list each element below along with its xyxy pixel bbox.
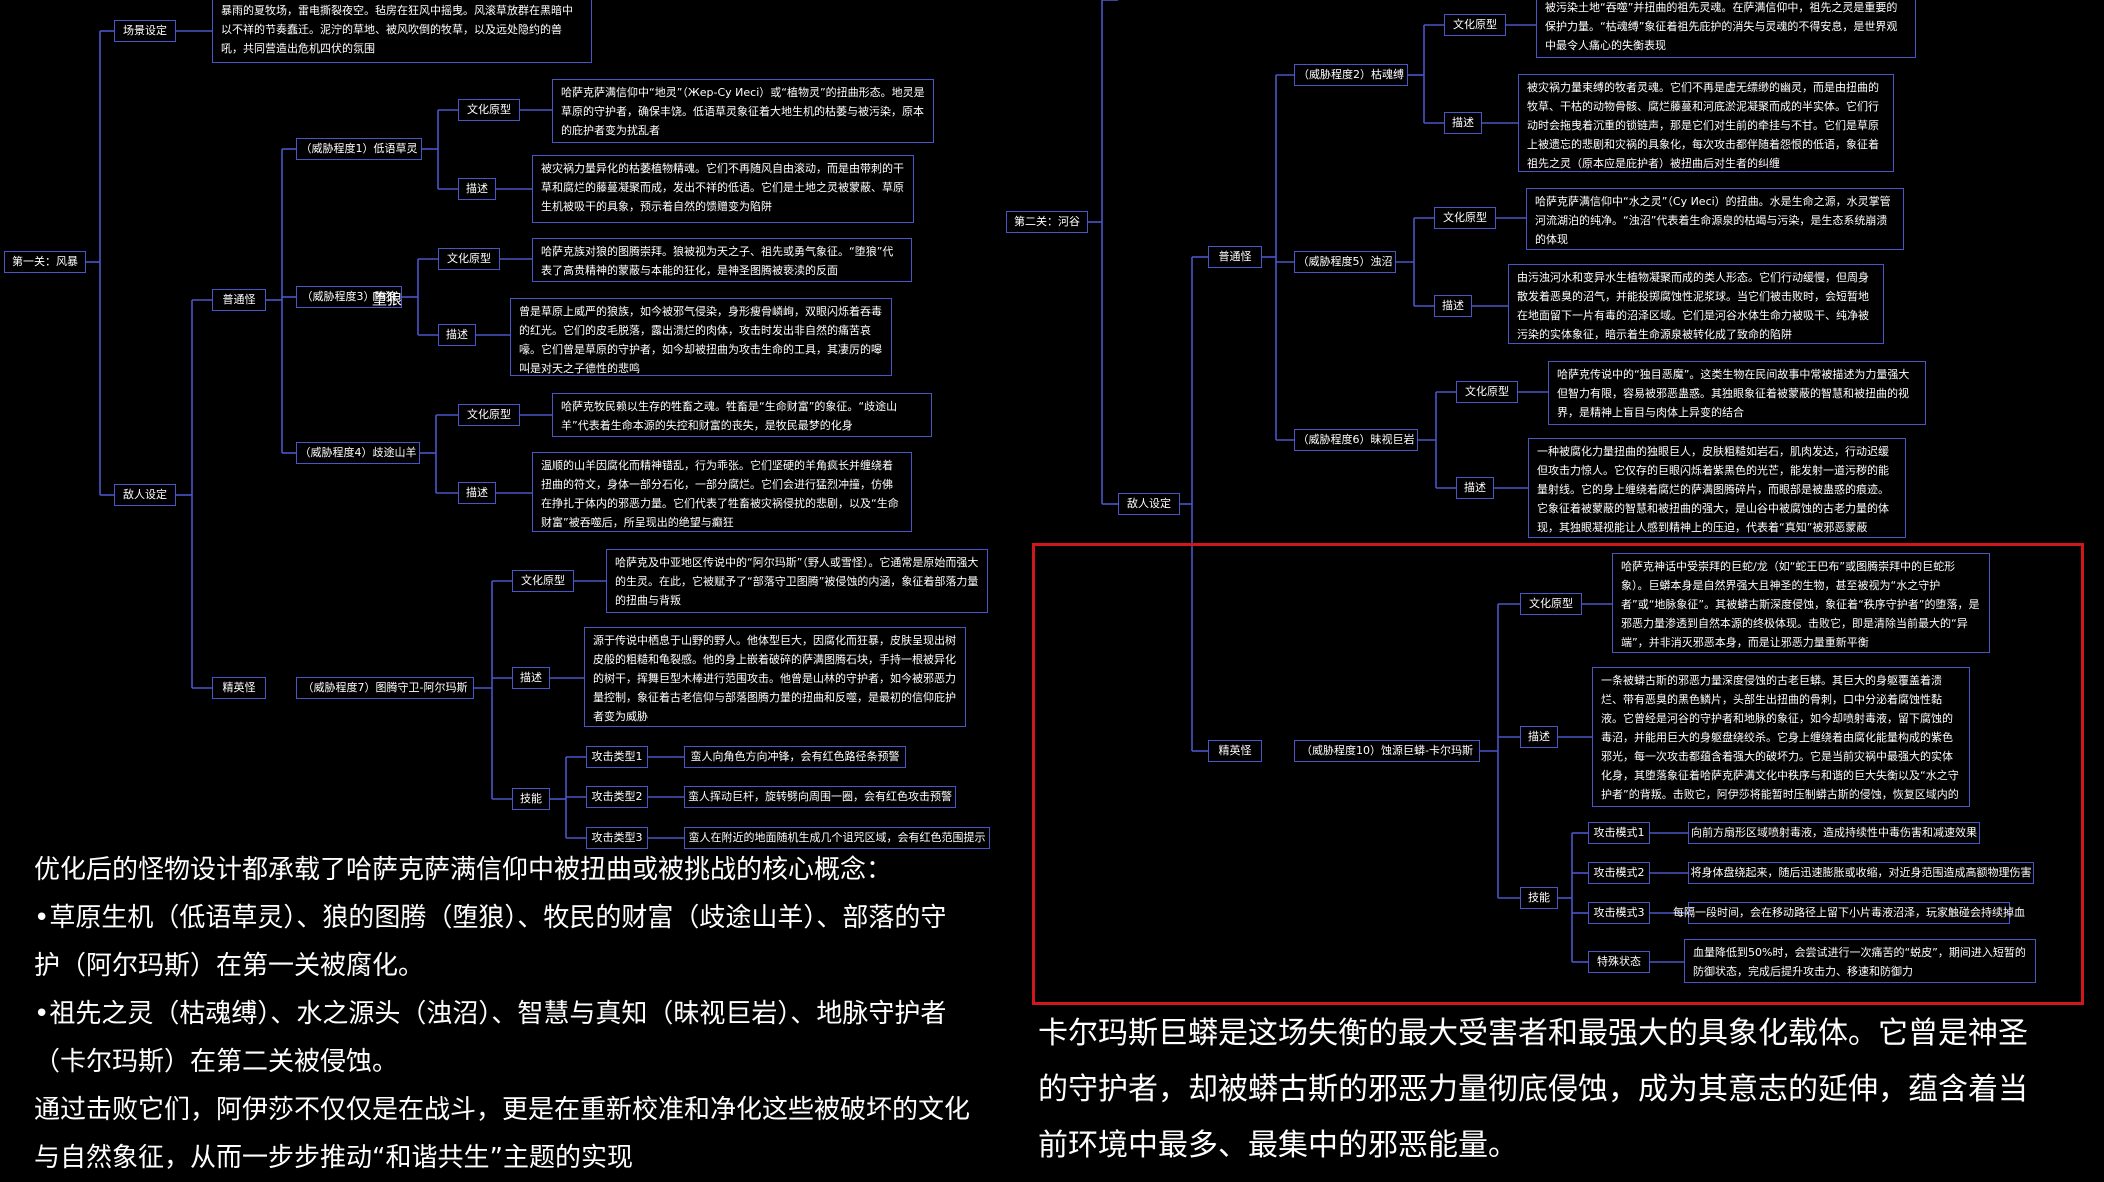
label-description[interactable]: 描述 [458, 482, 496, 504]
monster-karmas[interactable]: （威胁程度10）蚀源巨蟒-卡尔玛斯 [1294, 740, 1480, 762]
monster-withered-soul[interactable]: （威胁程度2）枯魂缚 [1294, 64, 1408, 86]
monster-murky-swamp[interactable]: （威胁程度5）浊沼 [1294, 251, 1396, 273]
astray-goat-description: 温顺的山羊因腐化而精神错乱，行为乖张。它们坚硬的羊角疯长并缠绕着扭曲的符文，身体… [532, 452, 912, 532]
monster-fallen-wolf[interactable]: （威胁程度3）堕狼 [296, 286, 402, 308]
node-scene[interactable]: 场景设定 [114, 20, 176, 42]
murky-swamp-culture: 哈萨克萨满信仰中“水之灵”（Су Иесі）的扭曲。水是生命之源，水灵掌管河流湖… [1526, 188, 1904, 250]
caption-left-line: 优化后的怪物设计都承载了哈萨克萨满信仰中被扭曲或被挑战的核心概念： [34, 855, 893, 885]
attack-mode-3[interactable]: 攻击模式3 [1588, 902, 1650, 924]
blind-rock-description: 一种被腐化力量扭曲的独眼巨人，皮肤粗糙如岩石，肌肉发达，行动迟缓但攻击力惊人。它… [1528, 438, 1906, 538]
attack-type-2[interactable]: 攻击类型2 [586, 786, 648, 808]
label-culture[interactable]: 文化原型 [512, 570, 574, 592]
attack-mode-2-text: 将身体盘绕起来，随后迅速膨胀或收缩，对近身范围造成高额物理伤害 [1688, 862, 2034, 884]
root-level-2[interactable]: 第二关：河谷 [1006, 211, 1088, 233]
caption-left-line: 通过击败它们，阿伊莎不仅仅是在战斗，更是在重新校准和净化这些被破坏的文化 [34, 1095, 971, 1125]
fallen-wolf-overlay-label: 堕狼 [372, 290, 403, 308]
label-culture[interactable]: 文化原型 [1444, 14, 1506, 36]
caption-right: 卡尔玛斯巨蟒是这场失衡的最大受害者和最强大的具象化载体。它曾是神圣 的守护者，却… [1038, 1006, 2098, 1174]
caption-left-line: •祖先之灵（枯魂缚）、水之源头（浊沼）、智慧与真知（昧视巨岩）、地脉守护者 [34, 999, 947, 1029]
label-description[interactable]: 描述 [1520, 726, 1558, 748]
label-description[interactable]: 描述 [512, 667, 550, 689]
special-state-text: 血量降低到50%时，会尝试进行一次痛苦的“蜕皮”，期间进入短暂的防御状态，完成后… [1684, 939, 2036, 983]
attack-mode-3-text: 每隔一段时间，会在移动路径上留下小片毒液沼泽，玩家触碰会持续掉血 [1673, 902, 2025, 924]
almas-culture: 哈萨克及中亚地区传说中的“阿尔玛斯”（野人或雪怪）。它通常是原始而强大的生灵。在… [606, 549, 988, 613]
label-culture[interactable]: 文化原型 [1434, 207, 1496, 229]
label-description[interactable]: 描述 [438, 324, 476, 346]
attack-type-2-text: 蛮人挥动巨杆，旋转劈向周围一圈，会有红色攻击预警 [684, 786, 956, 808]
monster-whisper-grass[interactable]: （威胁程度1）低语草灵 [296, 138, 422, 160]
caption-left-line: （卡尔玛斯）在第二关被侵蚀。 [34, 1047, 399, 1077]
attack-mode-2[interactable]: 攻击模式2 [1588, 862, 1650, 884]
caption-left-line: 护（阿尔玛斯）在第一关被腐化。 [34, 951, 425, 981]
monster-astray-goat[interactable]: （威胁程度4）歧途山羊 [296, 442, 420, 464]
attack-type-1[interactable]: 攻击类型1 [586, 746, 648, 768]
astray-goat-culture: 哈萨克牧民赖以生存的牲畜之魂。牲畜是“生命财富”的象征。“歧途山羊”代表着生命本… [552, 393, 932, 437]
label-culture[interactable]: 文化原型 [1456, 381, 1518, 403]
fallen-wolf-description: 曾是草原上威严的狼族，如今被邪气侵染，身形瘦骨嶙峋，双眼闪烁着吞毒的红光。它们的… [510, 298, 892, 376]
label-description[interactable]: 描述 [1456, 477, 1494, 499]
attack-mode-1[interactable]: 攻击模式1 [1588, 822, 1650, 844]
attack-type-3-text: 蛮人在附近的地面随机生成几个诅咒区域，会有红色范围提示 [684, 827, 990, 849]
fallen-wolf-culture: 哈萨克族对狼的图腾崇拜。狼被视为天之子、祖先或勇气象征。“堕狼”代表了高贵精神的… [532, 238, 912, 282]
label-culture[interactable]: 文化原型 [438, 248, 500, 270]
label-culture[interactable]: 文化原型 [458, 99, 520, 121]
highlight-box [1032, 543, 2084, 1005]
caption-right-line: 前环境中最多、最集中的邪恶能量。 [1038, 1128, 1518, 1163]
attack-mode-1-text: 向前方扇形区域喷射毒液，造成持续性中毒伤害和减速效果 [1688, 822, 1980, 844]
label-description[interactable]: 描述 [1444, 112, 1482, 134]
murky-swamp-description: 由污浊河水和变异水生植物凝聚而成的类人形态。它们行动缓慢，但周身散发着恶臭的沼气… [1508, 264, 1884, 344]
caption-left-line: •草原生机（低语草灵）、狼的图腾（堕狼）、牧民的财富（歧途山羊）、部落的守 [34, 903, 947, 933]
monster-almas[interactable]: （威胁程度7）图腾守卫-阿尔玛斯 [296, 677, 474, 699]
node-enemies-1[interactable]: 敌人设定 [114, 484, 176, 506]
node-enemies-2[interactable]: 敌人设定 [1118, 493, 1180, 515]
attack-type-1-text: 蛮人向角色方向冲锋，会有红色路径条预警 [684, 746, 906, 768]
caption-left: 优化后的怪物设计都承载了哈萨克萨满信仰中被扭曲或被挑战的核心概念： •草原生机（… [34, 846, 1014, 1182]
attack-type-3[interactable]: 攻击类型3 [586, 827, 648, 849]
node-normal-1[interactable]: 普通怪 [212, 289, 266, 311]
label-skill[interactable]: 技能 [1520, 887, 1558, 909]
scene-description: 暴雨的夏牧场，雷电撕裂夜空。毡房在狂风中摇曳。风滚草放群在黑暗中以不祥的节奏蠢迁… [212, 0, 592, 63]
label-description[interactable]: 描述 [458, 178, 496, 200]
node-elite-1[interactable]: 精英怪 [212, 677, 266, 699]
node-elite-2[interactable]: 精英怪 [1208, 740, 1262, 762]
caption-right-line: 卡尔玛斯巨蟒是这场失衡的最大受害者和最强大的具象化载体。它曾是神圣 [1038, 1016, 2028, 1051]
special-state[interactable]: 特殊状态 [1588, 951, 1650, 973]
label-description[interactable]: 描述 [1434, 295, 1472, 317]
withered-soul-description: 被灾祸力量束缚的牧者灵魂。它们不再是虚无缥缈的幽灵，而是由扭曲的牧草、干枯的动物… [1518, 74, 1894, 172]
label-skill[interactable]: 技能 [512, 788, 550, 810]
withered-soul-culture: 被污染土地“吞噬”并扭曲的祖先灵魂。在萨满信仰中，祖先之灵是重要的保护力量。“枯… [1536, 0, 1916, 58]
whisper-grass-description: 被灾祸力量异化的枯萎植物精魂。它们不再随风自由滚动，而是由带刺的干草和腐烂的藤蔓… [532, 155, 914, 223]
caption-right-line: 的守护者，却被蟒古斯的邪恶力量彻底侵蚀，成为其意志的延伸，蕴含着当 [1038, 1072, 2028, 1107]
blind-rock-culture: 哈萨克传说中的“独目恶魔”。这类生物在民间故事中常被描述为力量强大但智力有限，容… [1548, 361, 1926, 425]
karmas-description: 一条被蟒古斯的邪恶力量深度侵蚀的古老巨蟒。其巨大的身躯覆盖着溃烂、带有恶臭的黑色… [1592, 667, 1970, 807]
root-level-1[interactable]: 第一关：风暴 [4, 251, 86, 273]
label-culture[interactable]: 文化原型 [458, 404, 520, 426]
caption-left-line: 与自然象征，从而一步步推动“和谐共生”主题的实现 [34, 1143, 633, 1173]
almas-description: 源于传说中栖息于山野的野人。他体型巨大，因腐化而狂暴，皮肤呈现出树皮般的粗糙和龟… [584, 627, 966, 727]
karmas-culture: 哈萨克神话中受崇拜的巨蛇/龙（如“蛇王巴布”或图腾崇拜中的巨蛇形象）。巨蟒本身是… [1612, 553, 1990, 653]
monster-blind-rock[interactable]: （威胁程度6）昧视巨岩 [1294, 429, 1418, 451]
whisper-grass-culture: 哈萨克萨满信仰中“地灵”（Жер-Су Иесі）或“植物灵”的扭曲形态。地灵是… [552, 79, 934, 143]
node-normal-2[interactable]: 普通怪 [1208, 246, 1262, 268]
label-culture[interactable]: 文化原型 [1520, 593, 1582, 615]
